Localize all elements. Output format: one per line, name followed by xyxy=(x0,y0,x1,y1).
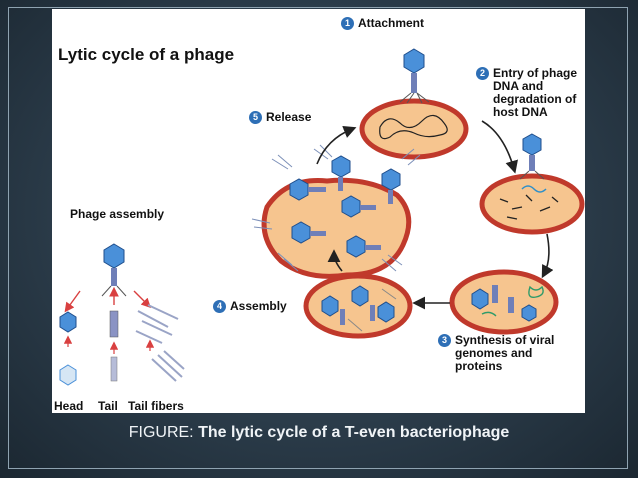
step-3-number: 3 xyxy=(438,334,451,347)
figure-panel: Lytic cycle of a phage 1 Attachment 2 En… xyxy=(52,9,585,413)
cycle-arrows xyxy=(316,120,554,310)
phage-assembly-title: Phage assembly xyxy=(70,207,165,221)
part-label-tail-fibers: Tail fibers xyxy=(128,399,184,413)
step-1-label: Attachment xyxy=(358,16,425,30)
step-5-label: Release xyxy=(266,110,312,124)
cell-entry xyxy=(479,133,585,235)
cell-synthesis xyxy=(449,269,559,335)
caption-prefix: FIGURE: xyxy=(128,424,199,441)
figure-title: Lytic cycle of a phage xyxy=(58,45,235,64)
cell-assembly xyxy=(303,273,413,339)
step-4-label: Assembly xyxy=(230,299,287,313)
slide-frame xyxy=(8,7,628,469)
phage-attaching xyxy=(399,48,430,104)
lytic-cycle-diagram xyxy=(59,48,585,386)
part-label-head: Head xyxy=(54,399,84,413)
released-phages xyxy=(251,144,421,272)
step-5-number: 5 xyxy=(249,111,262,124)
figure-caption: FIGURE: The lytic cycle of a T-even bact… xyxy=(0,424,638,442)
step-1-number: 1 xyxy=(341,17,354,30)
step-3-label: Synthesis of viral genomes and proteins xyxy=(455,333,555,373)
step-2-label: Entry of phage DNA and degradation of ho… xyxy=(493,66,578,119)
step-4-number: 4 xyxy=(213,300,226,313)
step-2-number: 2 xyxy=(476,67,489,80)
phage-assembly-illustration xyxy=(59,243,185,386)
cell-release xyxy=(251,144,421,279)
caption-text: The lytic cycle of a T-even bacteriophag… xyxy=(198,424,510,441)
cell-attachment xyxy=(359,48,469,160)
part-label-tail: Tail xyxy=(98,399,118,413)
